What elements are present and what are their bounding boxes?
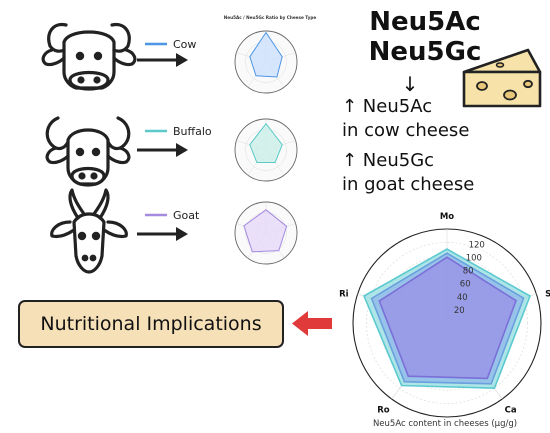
mini-radar-shape <box>249 122 283 163</box>
legend-label-buffalo: Buffalo <box>173 125 212 138</box>
radar-tick-label: 40 <box>457 293 468 303</box>
headline-neu5ac: Neu5Ac <box>369 7 481 37</box>
goat-arrow-icon <box>137 227 188 241</box>
radar-axis-label-st: St <box>545 290 550 300</box>
buffalo-arrow-icon <box>137 143 188 157</box>
legend-label-goat: Goat <box>173 209 200 222</box>
legend-buffalo: Buffalo <box>145 125 212 138</box>
radar-x-axis-label: Neu5Ac content in cheeses (µg/g) <box>373 419 517 429</box>
radar-tick-label: 60 <box>460 280 471 290</box>
buffalo-icon <box>45 116 131 187</box>
nutritional-implications-label: Nutritional Implications <box>40 313 262 335</box>
cheese-icon <box>462 48 542 108</box>
radar-tick-label: 20 <box>454 306 465 316</box>
radar-tick-label: 120 <box>469 240 485 250</box>
radar-tick-label: 80 <box>463 267 474 277</box>
small-chart-title: Neu5Ac / Neu5Gc Ratio by Cheese Type <box>224 15 317 20</box>
finding-goat-cheese-label: in goat cheese <box>342 174 474 195</box>
mini-radar-shape <box>243 209 288 253</box>
cow-icon <box>41 22 137 91</box>
buffalo-ratio-radar-thumbnail <box>234 118 298 182</box>
radar-axis-label-ri: Ri <box>339 290 349 300</box>
cow-ratio-radar-thumbnail <box>234 30 298 94</box>
finding-cow-cheese-label: in cow cheese <box>342 120 469 141</box>
neu5ac-radar-chart: 20 40 60 80 100 120 MoStCa Ro Ri <box>339 212 550 418</box>
mini-radar-shape <box>249 31 283 78</box>
legend-label-cow: Cow <box>173 38 196 51</box>
nutritional-implications-box: Nutritional Implications <box>18 300 284 348</box>
radar-axis-label-ro: Ro <box>377 405 390 415</box>
goat-icon <box>50 188 128 274</box>
radar-tick-label: 100 <box>466 254 482 264</box>
legend-cow: Cow <box>145 38 196 51</box>
implication-arrow-icon <box>292 311 332 336</box>
cow-arrow-icon <box>137 53 188 67</box>
headline-down-arrow: ↓ <box>402 72 419 96</box>
radar-axis-label-ca: Ca <box>505 405 517 415</box>
legend-goat: Goat <box>145 209 200 222</box>
finding-neu5ac-label: ↑ Neu5Ac <box>342 96 432 117</box>
radar-gridline <box>366 242 528 404</box>
finding-neu5gc-label: ↑ Neu5Gc <box>342 150 434 171</box>
goat-ratio-radar-thumbnail <box>234 201 298 265</box>
radar-axis-label-mo: Mo <box>440 212 454 222</box>
radar-series-2 <box>378 256 517 380</box>
headline-neu5gc: Neu5Gc <box>369 37 482 67</box>
